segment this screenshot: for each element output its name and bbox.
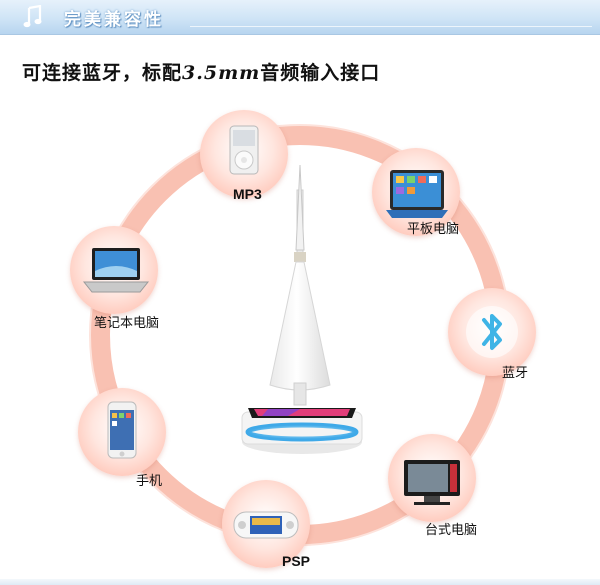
section-title: 完美兼容性 — [64, 10, 164, 30]
subtitle-spec: 3.5mm — [182, 62, 261, 84]
subtitle-suffix: 音频输入接口 — [260, 62, 381, 84]
bluetooth-icon — [466, 306, 518, 358]
psp-console-icon — [233, 511, 299, 539]
mp3-player-icon — [229, 125, 259, 175]
smartphone-icon — [107, 401, 137, 459]
footer-strip — [0, 579, 600, 585]
device-label-mp3: MP3 — [233, 186, 262, 202]
feature-subtitle: 可连接蓝牙，标配3.5mm音频输入接口 — [22, 58, 380, 85]
laptop-icon — [82, 248, 150, 293]
device-node-tablet — [372, 148, 460, 236]
section-header: 完美兼容性 — [0, 0, 600, 35]
device-label-desktop: 台式电脑 — [425, 523, 478, 538]
device-label-laptop: 笔记本电脑 — [94, 316, 160, 331]
device-node-phone — [78, 388, 166, 476]
device-node-desktop — [388, 434, 476, 522]
speaker-product-image — [241, 164, 363, 454]
music-note-icon — [23, 5, 42, 28]
device-label-psp: PSP — [282, 553, 311, 569]
device-label-bluetooth: 蓝牙 — [502, 366, 529, 381]
header-divider — [190, 26, 592, 27]
device-label-tablet: 平板电脑 — [407, 222, 460, 237]
device-node-bluetooth — [448, 288, 536, 376]
device-node-psp — [222, 480, 310, 568]
subtitle-prefix: 可连接蓝牙，标配 — [22, 62, 183, 84]
device-label-phone: 手机 — [136, 474, 163, 489]
tablet-icon — [386, 170, 448, 218]
device-node-laptop — [70, 226, 158, 314]
device-node-mp3 — [200, 110, 288, 198]
desktop-monitor-icon — [404, 460, 460, 505]
